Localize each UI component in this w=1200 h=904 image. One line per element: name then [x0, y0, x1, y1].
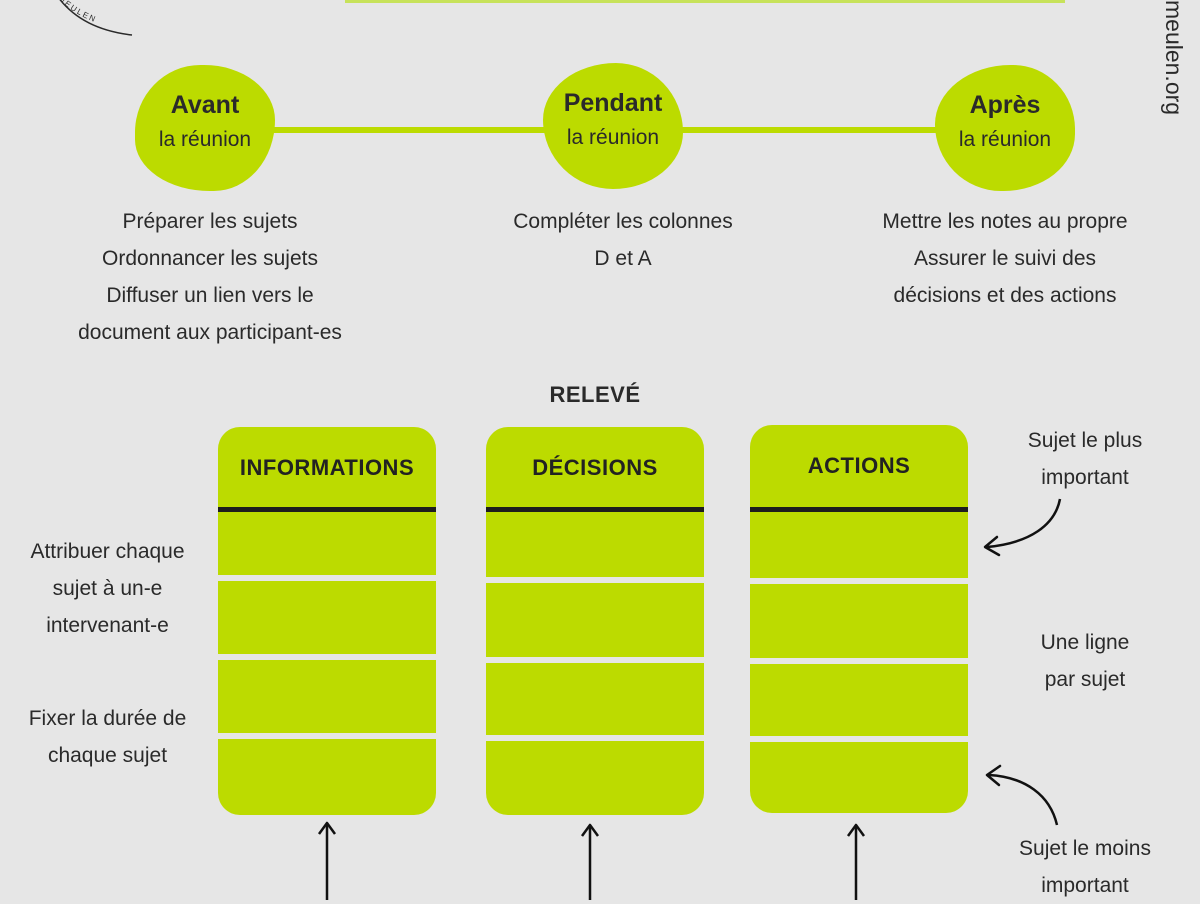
phase-title: Après: [969, 91, 1041, 119]
note-line: Sujet le plus: [1027, 429, 1143, 452]
note-line: intervenant-e: [46, 614, 169, 637]
phase-title: Pendant: [563, 89, 663, 117]
column-header: ACTIONS: [807, 453, 911, 478]
releve-title: RELEVÉ: [549, 382, 641, 407]
curved-arrow-bottom-icon: [985, 764, 1059, 826]
up-arrow-actions-icon: [846, 823, 866, 900]
row-divider: [486, 735, 704, 741]
logo: VERMEULEN: [20, 0, 150, 40]
task-line: décisions et des actions: [893, 284, 1117, 307]
header-divider: [750, 507, 968, 512]
header-divider: [486, 507, 704, 512]
column-header: DÉCISIONS: [532, 455, 658, 480]
note-line: Une ligne: [1040, 631, 1130, 654]
note-assign-speaker: Attribuer chaque sujet à un-e intervenan…: [10, 533, 205, 644]
task-line: Diffuser un lien vers le: [106, 284, 314, 307]
phase-blob-apres: Après la réunion: [935, 65, 1075, 191]
task-line: Compléter les colonnes: [513, 210, 733, 233]
phase-tasks-pendant: Compléter les colonnes D et A: [453, 203, 793, 277]
task-line: document aux participant-es: [78, 321, 342, 344]
curved-arrow-top-icon: [983, 498, 1062, 557]
note-least-important: Sujet le moins important: [990, 830, 1180, 904]
svg-text:VERMEULEN: VERMEULEN: [43, 0, 98, 24]
task-line: Ordonnancer les sujets: [102, 247, 318, 270]
logo-text: VERMEULEN: [43, 0, 96, 24]
note-line: sujet à un-e: [52, 577, 163, 600]
note-line: Sujet le moins: [1019, 837, 1151, 860]
note-line: Fixer la durée de: [28, 707, 187, 730]
phase-subtitle: la réunion: [958, 128, 1052, 151]
note-line: Attribuer chaque: [30, 540, 185, 563]
site-name-text: meulen.org: [1161, 0, 1187, 116]
top-accent-bar: [345, 0, 1065, 3]
phase-blob-avant: Avant la réunion: [135, 65, 275, 191]
phase-subtitle: la réunion: [566, 126, 660, 149]
note-one-line-per-subject: Une ligne par sujet: [990, 624, 1180, 698]
row-divider: [750, 736, 968, 742]
row-divider: [218, 654, 436, 660]
phase-subtitle: la réunion: [158, 128, 252, 151]
header-divider: [218, 507, 436, 512]
column-informations: INFORMATIONS: [218, 427, 436, 815]
task-line: Préparer les sujets: [122, 210, 298, 233]
column-header: INFORMATIONS: [239, 455, 415, 480]
up-arrow-informations-icon: [317, 821, 337, 900]
row-divider: [750, 578, 968, 584]
task-line: D et A: [594, 247, 652, 270]
note-line: important: [1041, 466, 1129, 489]
phase-tasks-avant: Préparer les sujets Ordonnancer les suje…: [30, 203, 390, 351]
phase-blob-pendant: Pendant la réunion: [543, 63, 683, 189]
phase-title: Avant: [170, 91, 240, 119]
column-actions: ACTIONS: [750, 425, 968, 813]
task-line: Mettre les notes au propre: [882, 210, 1128, 233]
phase-tasks-apres: Mettre les notes au propre Assurer le su…: [840, 203, 1170, 314]
row-divider: [486, 577, 704, 583]
task-line: Assurer le suivi des: [913, 247, 1097, 270]
note-most-important: Sujet le plus important: [990, 422, 1180, 496]
row-divider: [486, 657, 704, 663]
note-line: chaque sujet: [47, 744, 168, 767]
note-line: par sujet: [1044, 668, 1126, 691]
column-decisions: DÉCISIONS: [486, 427, 704, 815]
row-divider: [750, 658, 968, 664]
row-divider: [218, 575, 436, 581]
note-fix-duration: Fixer la durée de chaque sujet: [10, 700, 205, 774]
site-name-vertical: meulen.org: [1160, 0, 1190, 135]
up-arrow-decisions-icon: [580, 823, 600, 900]
row-divider: [218, 733, 436, 739]
note-line: important: [1041, 874, 1129, 897]
